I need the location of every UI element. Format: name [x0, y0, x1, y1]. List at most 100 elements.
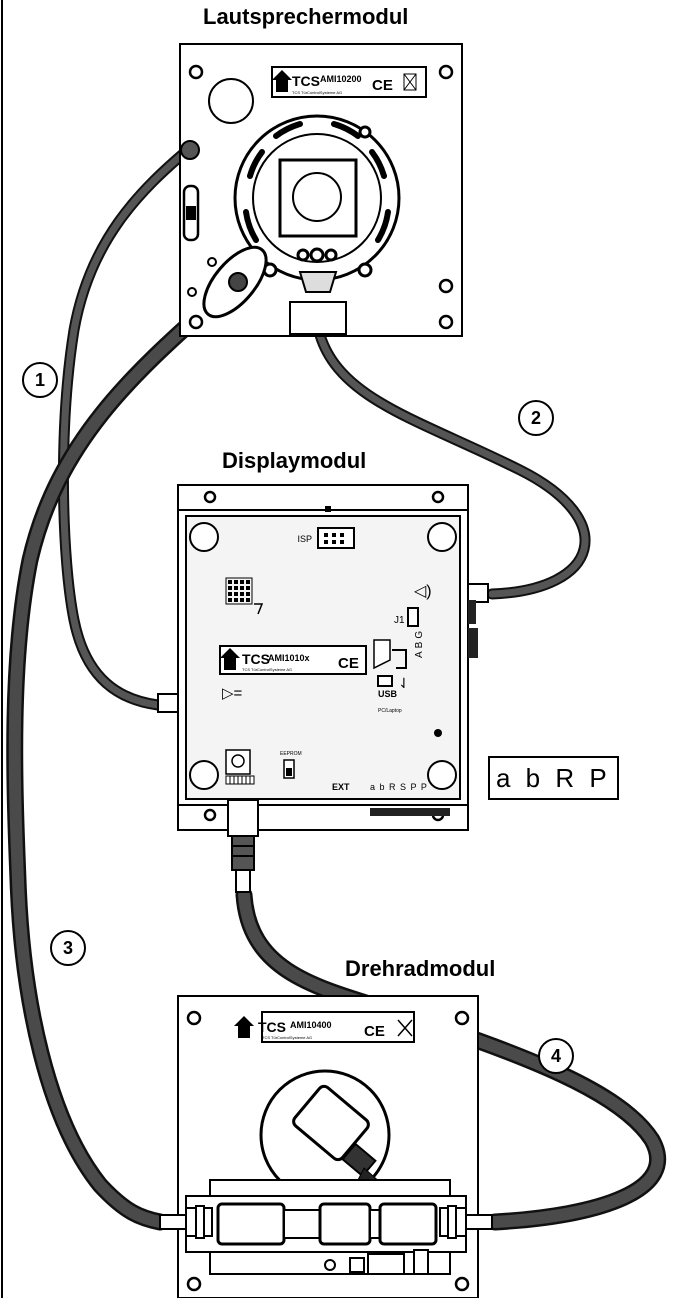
speaker-module-title: Lautsprechermodul [203, 4, 409, 29]
usb-symbol-icon: ⇃ [398, 675, 410, 691]
display-part-number: AMI1010x [268, 653, 310, 663]
keypad-arrow-icon [254, 603, 264, 615]
wheel-left-sleeve [159, 1214, 187, 1230]
speaker-part-number: AMI10200 [320, 74, 362, 84]
coupler-left-icon [216, 1202, 286, 1246]
board-component-icon [367, 1253, 405, 1275]
speaker-glyph-icon: ◁) [414, 583, 432, 600]
usb-port-icon [377, 675, 393, 687]
board-component-icon [349, 1257, 365, 1273]
j1-jumper-icon [407, 607, 419, 627]
sensor-dial-icon [231, 754, 245, 768]
board-screw-icon [324, 1259, 336, 1271]
display-module: ISP ◁) J1 ABG ⇃ USB PC/Laptop ▷= [157, 484, 489, 893]
pcb-hole-icon [189, 760, 219, 790]
weee-cross-icon [403, 73, 417, 91]
cable-marker-4: 4 [538, 1038, 574, 1074]
speaker-driver-icon [292, 172, 342, 222]
display-right-tab [468, 600, 476, 624]
wheel-label-content: TCS AMI10400 TCS TürControlSysteme AG CE [234, 1016, 413, 1040]
mount-hole-icon [454, 1276, 470, 1292]
cable-marker-1: 1 [22, 362, 58, 398]
display-bottom-connector [227, 799, 259, 837]
coupler-center-icon [318, 1202, 372, 1246]
mount-hole-icon [454, 1010, 470, 1026]
mic-glyph-icon: ▷= [222, 685, 243, 702]
wheel-bracket [209, 1179, 451, 1197]
cable-3-core [8, 276, 242, 1228]
eeprom-label: EEPROM [280, 751, 302, 757]
pcb-hole-icon [189, 522, 219, 552]
rotary-encoder-connector [341, 1142, 377, 1178]
mount-hole-icon [431, 490, 445, 504]
pin-strip [225, 775, 255, 785]
display-logo-text: TCS [242, 651, 270, 667]
display-ce-mark: CE [338, 655, 359, 672]
pcb-via-icon [434, 729, 442, 737]
ext-label: EXT [332, 782, 350, 792]
speaker-jack-1-icon [180, 140, 200, 160]
speaker-module [179, 43, 463, 337]
wheel-part-number: AMI10400 [290, 1020, 332, 1030]
mount-hole-icon [188, 64, 204, 80]
speaker-opening [208, 78, 254, 124]
display-module-title: Displaymodul [222, 448, 367, 473]
isp-pins [324, 533, 344, 544]
isp-label: ISP [297, 534, 312, 544]
wheel-logo-text: TCS [258, 1019, 286, 1035]
speaker-connector-housing [298, 271, 338, 293]
speaker-ce-mark: CE [372, 77, 393, 94]
mount-hole-icon [186, 1276, 202, 1292]
mount-hole-icon [188, 314, 204, 330]
rotary-encoder-body [292, 1084, 370, 1162]
speaker-output-connector [289, 301, 347, 335]
sensor-icon [225, 749, 251, 775]
abg-label: ABG [414, 628, 425, 658]
speaker-switch-lever [186, 206, 196, 220]
tcs-arrow-logo-icon [220, 648, 240, 670]
speaker-slots [243, 121, 391, 243]
wheel-module-title: Drehradmodul [345, 956, 496, 981]
speaker-screw-icon [324, 248, 338, 262]
display-plug-sleeve [235, 869, 251, 893]
speaker-company: TCS TürControlSysteme AG [292, 90, 342, 95]
usb-sublabel: PC/Laptop [378, 708, 402, 714]
mount-hole-icon [186, 1010, 202, 1026]
isp-header-icon [317, 527, 355, 549]
display-right-connector [467, 583, 489, 603]
strain-relief-right [439, 1205, 467, 1239]
display-right-tab [468, 628, 478, 658]
display-company: TCS TürControlSysteme AG [242, 667, 292, 672]
pcb-hole-icon [427, 760, 457, 790]
weee-bin-icon [403, 73, 417, 91]
tcs-arrow-logo-icon [234, 1016, 254, 1038]
mount-hole-icon [438, 314, 454, 330]
cable-2-core [316, 331, 589, 598]
speaker-logo-text: TCS [292, 73, 320, 89]
weee-cross-icon [397, 1019, 413, 1037]
keypad-grid-icon [225, 577, 253, 605]
display-bottom-plug [231, 835, 255, 871]
cable-marker-2: 2 [518, 400, 554, 436]
wheel-company: TCS TürControlSysteme AG [262, 1035, 312, 1040]
mount-hole-icon [438, 64, 454, 80]
j1-label: J1 [394, 615, 405, 626]
speaker-screw-icon [357, 262, 373, 278]
speaker-label-strip [271, 66, 427, 98]
cable-marker-3: 3 [50, 930, 86, 966]
display-label-content: TCS AMI1010x TCS TürControlSysteme AG CE [220, 648, 359, 672]
usb-label: USB [378, 689, 398, 699]
mount-hole-icon [203, 808, 217, 822]
bracket-screw-icon [207, 257, 217, 267]
eeprom-switch-lever [286, 768, 292, 776]
connector-hook-icon [392, 649, 407, 669]
coupler-right-icon [378, 1202, 438, 1246]
wheel-module [159, 995, 493, 1299]
strain-relief-left [185, 1205, 213, 1239]
board-component-icon [413, 1249, 429, 1275]
display-label-strip [219, 645, 367, 675]
bin-symbol-icon [373, 639, 391, 670]
terminal-row-label: a b R S P P [370, 782, 428, 792]
